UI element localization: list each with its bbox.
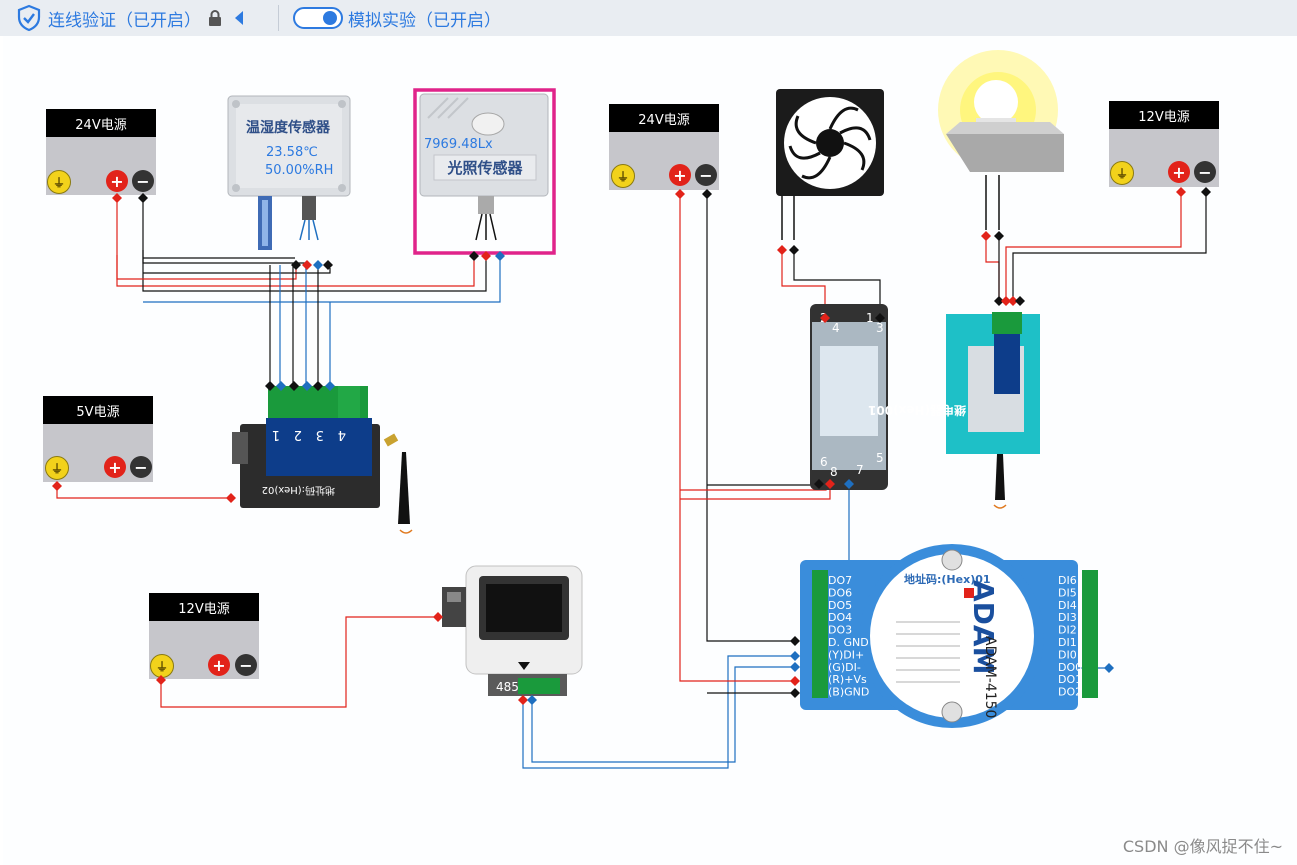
adam-left-pin: (G)DI- (828, 661, 861, 674)
relay-pin: 7 (856, 463, 864, 477)
lock-icon (209, 10, 221, 26)
collapse-left-icon[interactable] (231, 9, 247, 27)
positive-terminal-icon[interactable]: + (1168, 161, 1190, 183)
adam-brand: ADAM (967, 580, 1000, 674)
adam-right-pin: DO2 (1058, 686, 1082, 699)
adam-left-pin: DO3 (828, 624, 852, 637)
relay-module-label: 继电器(Hex)001 (868, 403, 966, 418)
psu-label: 24V电源 (609, 104, 719, 132)
adam-left-pin: DO7 (828, 574, 852, 587)
fan[interactable] (776, 89, 884, 240)
psu-label: 5V电源 (43, 396, 153, 424)
adam-left-pin: DO6 (828, 586, 852, 599)
channel-label: 1 (272, 427, 280, 442)
channel-label: 3 (316, 427, 324, 442)
positive-terminal-icon[interactable]: + (106, 170, 128, 192)
adam-left-pin: (Y)DI+ (828, 648, 864, 661)
ground-terminal-icon[interactable]: ⏚ (47, 170, 71, 194)
adam-left-pin: DO4 (828, 611, 852, 624)
adam-right-pin: DI5 (1058, 586, 1077, 599)
negative-terminal-icon[interactable]: − (695, 164, 717, 186)
watermark: CSDN @像风捉不住~ (1122, 837, 1283, 856)
converter-label: 485 (496, 680, 519, 694)
simulation-label: 模拟实验（已开启） (348, 10, 501, 31)
toggle-switch-icon[interactable] (293, 6, 343, 30)
relay-pin: 8 (830, 465, 838, 479)
positive-terminal-icon[interactable]: + (669, 164, 691, 186)
relay-pin: 3 (876, 321, 884, 335)
adam-right-pin: DI0 (1058, 648, 1077, 661)
wire-check-label: 连线验证（已开启） (48, 10, 201, 31)
psu-label: 24V电源 (46, 109, 156, 137)
adam-left-pin: DO5 (828, 599, 852, 612)
humidity-readout: 50.00%RH (265, 163, 333, 178)
relay-pin: 4 (832, 321, 840, 335)
adam-right-pin: DI1 (1058, 636, 1077, 649)
sensor-name: 温湿度传感器 (246, 119, 331, 136)
negative-terminal-icon[interactable]: − (235, 654, 257, 676)
analog-collector-board[interactable]: 1 2 3 4 地址码:(Hex)02 (232, 386, 413, 534)
sensor-name: 光照传感器 (446, 159, 523, 177)
adam-left-pin: (B)GND (828, 686, 869, 699)
channel-label: 2 (294, 427, 302, 442)
adam-address: 地址码:(Hex)01 (904, 572, 991, 586)
temp-humidity-sensor[interactable]: 温湿度传感器 23.58℃ 50.00%RH (227, 95, 351, 250)
shield-check-icon (17, 4, 41, 32)
negative-terminal-icon[interactable]: − (130, 456, 152, 478)
negative-terminal-icon[interactable]: − (1194, 161, 1216, 183)
fan-blades-icon (788, 106, 872, 180)
positive-terminal-icon[interactable]: + (208, 654, 230, 676)
toolbar: 连线验证（已开启） 模拟实验（已开启） (0, 0, 1297, 36)
adam-left-pin: (R)+Vs (828, 673, 867, 686)
psu-label: 12V电源 (1109, 101, 1219, 129)
psu-label: 12V电源 (149, 593, 259, 621)
simulation-toggle[interactable]: 模拟实验（已开启） (293, 0, 501, 36)
adam-4150-module[interactable]: 地址码:(Hex)01 ADAM ADAM-4150 DO7DO6DO5DO4D… (800, 544, 1098, 728)
adam-right-pin: DI3 (1058, 611, 1077, 624)
ground-terminal-icon[interactable]: ⏚ (1110, 161, 1134, 185)
channel-label: 4 (338, 427, 346, 442)
ground-terminal-icon[interactable]: ⏚ (611, 164, 635, 188)
relay-pin: 1 (866, 311, 874, 325)
relay-module[interactable]: 继电器(Hex)001 (868, 312, 1040, 509)
rs485-converter[interactable]: 485 (442, 565, 583, 696)
relay[interactable]: 2 4 1 3 6 8 5 7 (810, 304, 888, 490)
positive-terminal-icon[interactable]: + (104, 456, 126, 478)
wire-check-toggle[interactable]: 连线验证（已开启） (16, 0, 247, 36)
negative-terminal-icon[interactable]: − (132, 170, 154, 192)
temperature-readout: 23.58℃ (266, 145, 318, 160)
relay-pin: 6 (820, 455, 828, 469)
adam-right-pin: DI2 (1058, 624, 1077, 637)
adam-model: ADAM-4150 (982, 636, 998, 718)
collector-address: 地址码:(Hex)02 (262, 484, 335, 497)
light-sensor[interactable]: 7969.48Lx 光照传感器 (413, 88, 556, 255)
adam-right-pin: DO0 (1058, 661, 1082, 674)
adam-right-pin: DI4 (1058, 599, 1077, 612)
toolbar-divider (278, 5, 279, 31)
adam-right-pin: DO1 (1058, 673, 1082, 686)
relay-pin: 5 (876, 451, 884, 465)
lamp[interactable] (938, 50, 1064, 230)
connection-points[interactable] (52, 187, 1211, 705)
adam-right-pin: DI6 (1058, 574, 1077, 587)
ground-terminal-icon[interactable]: ⏚ (45, 456, 69, 480)
light-readout: 7969.48Lx (424, 137, 493, 152)
adam-left-pin: D. GND (828, 636, 869, 649)
